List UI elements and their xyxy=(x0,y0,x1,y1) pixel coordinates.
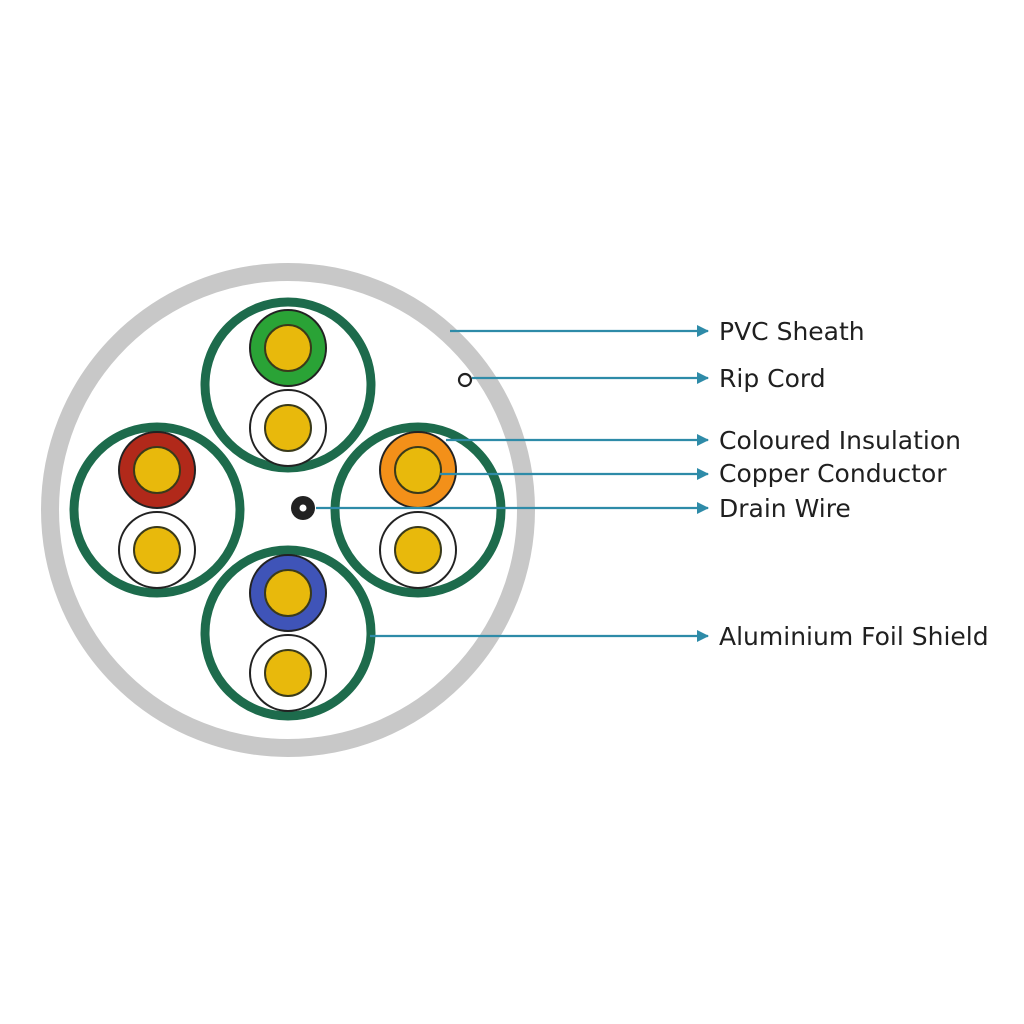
copper-conductor xyxy=(394,446,442,494)
callout-labels: PVC Sheath Rip Cord Coloured Insulation … xyxy=(719,317,989,651)
label-pvc-sheath: PVC Sheath xyxy=(719,317,865,346)
pair-left-red xyxy=(69,422,245,598)
pair-bottom-blue xyxy=(200,545,376,721)
copper-conductor xyxy=(264,404,312,452)
label-copper-conductor: Copper Conductor xyxy=(719,459,947,488)
label-drain-wire: Drain Wire xyxy=(719,494,851,523)
copper-conductor xyxy=(264,569,312,617)
copper-conductor xyxy=(133,526,181,574)
copper-conductor xyxy=(133,446,181,494)
leader-lines xyxy=(316,325,709,642)
pair-right-orange xyxy=(330,422,506,598)
copper-conductor xyxy=(264,649,312,697)
label-aluminium-foil-shield: Aluminium Foil Shield xyxy=(719,622,989,651)
copper-conductor xyxy=(394,526,442,574)
drain-wire xyxy=(291,496,315,520)
label-rip-cord: Rip Cord xyxy=(719,364,826,393)
copper-conductor xyxy=(264,324,312,372)
foil-shield-bottom xyxy=(200,545,376,721)
foil-shield-left xyxy=(69,422,245,598)
label-coloured-insulation: Coloured Insulation xyxy=(719,426,961,455)
foil-shield-right xyxy=(330,422,506,598)
pvc-sheath xyxy=(41,263,535,757)
rip-cord xyxy=(457,372,473,388)
pair-top-green xyxy=(200,297,376,473)
